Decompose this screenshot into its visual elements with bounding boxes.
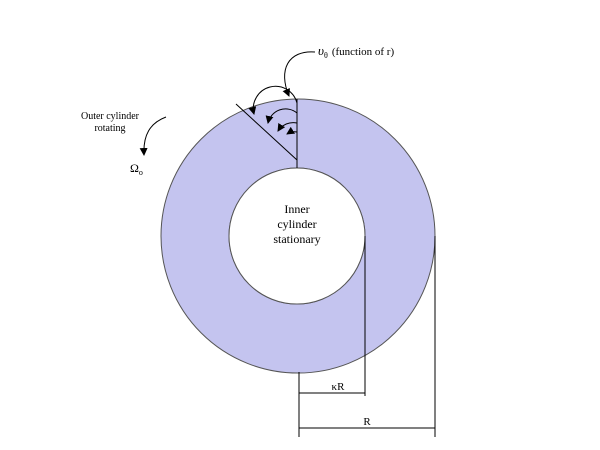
- velocity-arc-4: [286, 126, 298, 135]
- inner-cylinder-label-line3: stationary: [273, 232, 320, 246]
- outer-cylinder-label-line2: rotating: [94, 123, 125, 134]
- velocity-label: υθ(function of r): [318, 43, 394, 60]
- inner-cylinder-label-line2: cylinder: [277, 217, 316, 231]
- omega-label: Ωo: [130, 161, 143, 177]
- kappa-r-label: κR: [332, 381, 346, 393]
- velocity-arc-3: [277, 122, 298, 132]
- rotation-arrow: [139, 116, 167, 156]
- r-label: R: [363, 416, 371, 428]
- slanted-radial-line: [235, 103, 298, 161]
- outer-cylinder-label-line1: Outer cylinder: [81, 111, 140, 122]
- velocity-arc-1: [248, 85, 298, 115]
- velocity-arc-2: [265, 108, 298, 124]
- inner-cylinder-label-line1: Inner: [284, 202, 309, 216]
- velocity-pointer-arrow: [282, 51, 316, 97]
